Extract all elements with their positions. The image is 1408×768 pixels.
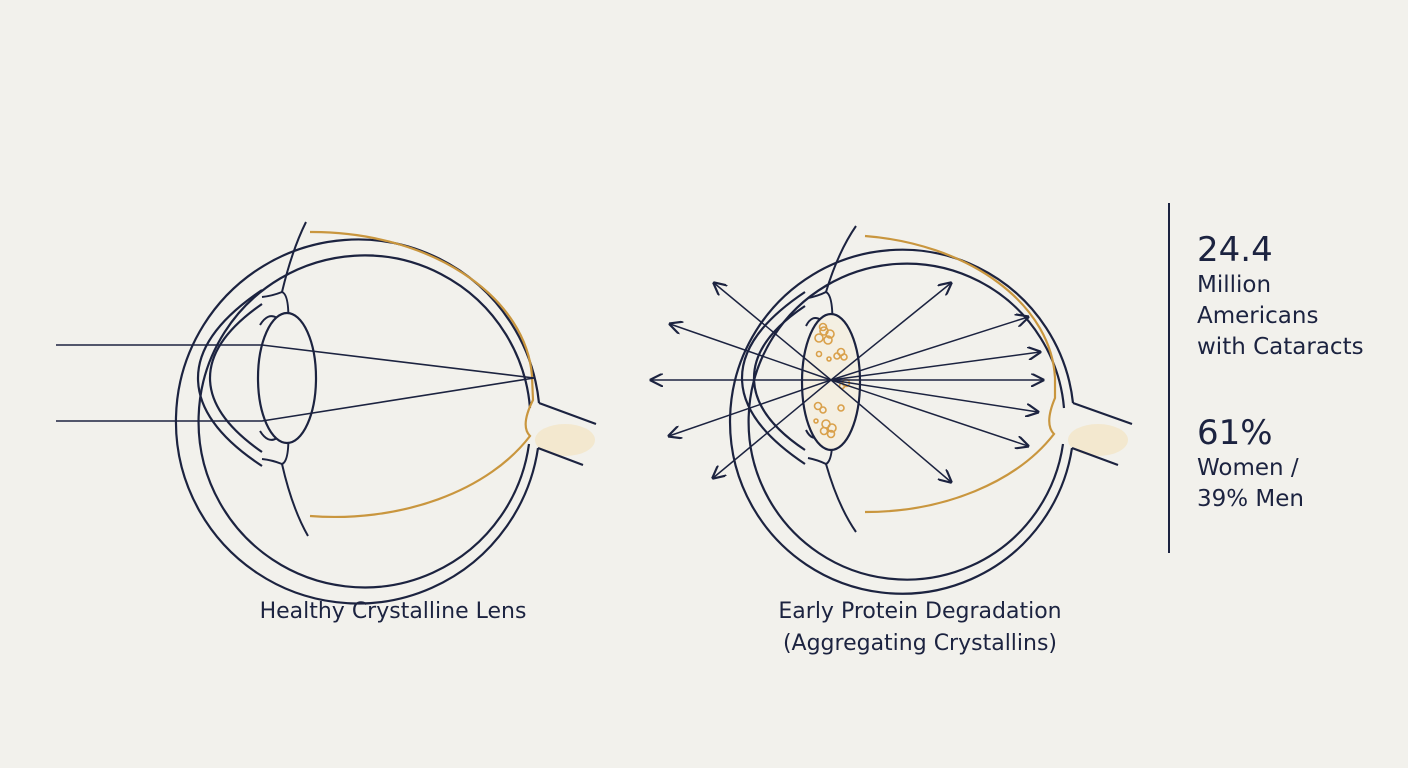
cataract-count-label: Million Americans with Cataracts <box>1197 270 1364 363</box>
optic-nerve-glow <box>1068 424 1128 456</box>
scatter-ray <box>714 283 832 381</box>
stat-label-line: Million <box>1197 272 1272 298</box>
healthy-lens-caption: Healthy Crystalline Lens <box>259 599 527 624</box>
cornea-inner <box>208 303 263 453</box>
stat-label-line: 39% Men <box>1197 486 1305 512</box>
degraded-eye-illustration <box>651 225 1133 595</box>
cataract-count-value: 24.4 <box>1197 230 1273 270</box>
ciliary-top <box>281 221 307 293</box>
scatter-ray <box>713 379 832 478</box>
cornea-inner <box>752 305 806 451</box>
sclera-outer <box>728 248 1075 595</box>
ciliary-bottom <box>825 463 857 533</box>
scatter-ray <box>830 317 1028 381</box>
scatter-ray <box>830 352 1040 381</box>
iris-bottom <box>259 423 290 466</box>
light-ray-top <box>56 344 535 379</box>
stat-label-line: Americans <box>1197 303 1319 329</box>
sclera-inner <box>747 262 1066 581</box>
cornea <box>196 289 263 467</box>
optic-nerve <box>537 401 597 467</box>
degraded-caption-line-1: Early Protein Degradation <box>778 599 1062 624</box>
retina <box>309 230 535 519</box>
crystalline-lens-healthy <box>256 311 318 445</box>
gender-split-label: Women / 39% Men <box>1197 453 1304 515</box>
iris-top <box>259 290 290 333</box>
scattered-light-rays <box>651 283 1043 482</box>
stat-label-line: Women / <box>1197 455 1299 481</box>
scatter-ray <box>830 379 951 482</box>
retina <box>864 234 1057 514</box>
degraded-lens-caption: Early Protein Degradation (Aggregating C… <box>720 596 1120 660</box>
scatter-ray <box>669 379 832 436</box>
healthy-eye-illustration <box>56 221 597 605</box>
scatter-ray <box>670 324 832 381</box>
scatter-ray <box>830 283 951 381</box>
scatter-ray <box>830 379 1038 412</box>
optic-nerve-glow <box>535 424 595 456</box>
sclera-inner <box>197 254 532 589</box>
iris-top <box>805 290 834 335</box>
light-ray-bottom <box>56 377 535 422</box>
cornea <box>740 291 806 465</box>
stats-divider <box>1168 203 1170 553</box>
ciliary-top <box>825 225 857 293</box>
stat-label-line: with Cataracts <box>1197 334 1364 360</box>
crystalline-lens-degraded <box>800 312 862 452</box>
degraded-caption-line-2: (Aggregating Crystallins) <box>782 631 1058 656</box>
women-percentage-value: 61% <box>1197 413 1273 453</box>
protein-aggregates <box>813 322 851 439</box>
optic-nerve <box>1071 401 1133 467</box>
ciliary-bottom <box>281 463 309 537</box>
scatter-ray <box>830 379 1028 446</box>
